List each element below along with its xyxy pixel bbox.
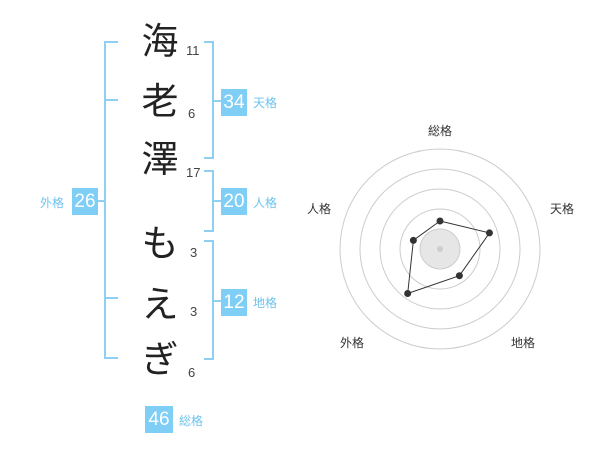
radar-ring-5 xyxy=(339,148,541,350)
radar-ring-2 xyxy=(399,208,481,290)
radar-ring-3 xyxy=(379,188,501,310)
name-char-6: ぎ xyxy=(141,338,179,381)
soukaku-label: 総格 xyxy=(179,414,204,428)
radar-label-chikaku: 地格 xyxy=(511,336,536,350)
gaikaku-label: 外格 xyxy=(40,196,65,210)
stroke-count-4: 3 xyxy=(190,245,198,260)
chikaku-value: 12 xyxy=(221,289,247,316)
soukaku-value: 46 xyxy=(145,406,173,433)
stroke-count-1: 11 xyxy=(186,43,200,58)
name-char-5: え xyxy=(141,283,179,326)
radar-label-gaikaku: 外格 xyxy=(340,336,365,350)
radar-point-1 xyxy=(436,217,444,225)
radar-ring-1 xyxy=(419,228,461,270)
stroke-count-3: 17 xyxy=(186,165,201,180)
gaikaku-value: 26 xyxy=(72,188,98,215)
tenkaku-label: 天格 xyxy=(253,96,278,110)
radar-label-soukaku: 総格 xyxy=(428,124,453,138)
name-char-2: 老 xyxy=(141,80,179,123)
radar-point-3 xyxy=(455,272,463,280)
radar-label-jinkaku: 人格 xyxy=(307,202,332,216)
radar-polygon xyxy=(407,220,491,295)
name-char-4: も xyxy=(141,222,179,265)
jinkaku-value: 20 xyxy=(221,188,247,215)
radar-label-tenkaku: 天格 xyxy=(550,202,575,216)
radar-point-4 xyxy=(404,289,412,297)
stroke-count-6: 6 xyxy=(188,365,196,380)
radar-center-dot xyxy=(437,246,443,252)
stroke-count-2: 6 xyxy=(188,106,196,121)
jinkaku-label: 人格 xyxy=(253,196,278,210)
chikaku-label: 地格 xyxy=(253,296,278,310)
name-char-1: 海 xyxy=(141,20,179,63)
stroke-count-5: 3 xyxy=(190,304,198,319)
tenkaku-value: 34 xyxy=(221,89,247,116)
name-char-3: 澤 xyxy=(141,138,179,181)
radar-point-2 xyxy=(485,229,493,237)
radar-ring-4 xyxy=(359,168,521,330)
radar-point-5 xyxy=(409,236,417,244)
